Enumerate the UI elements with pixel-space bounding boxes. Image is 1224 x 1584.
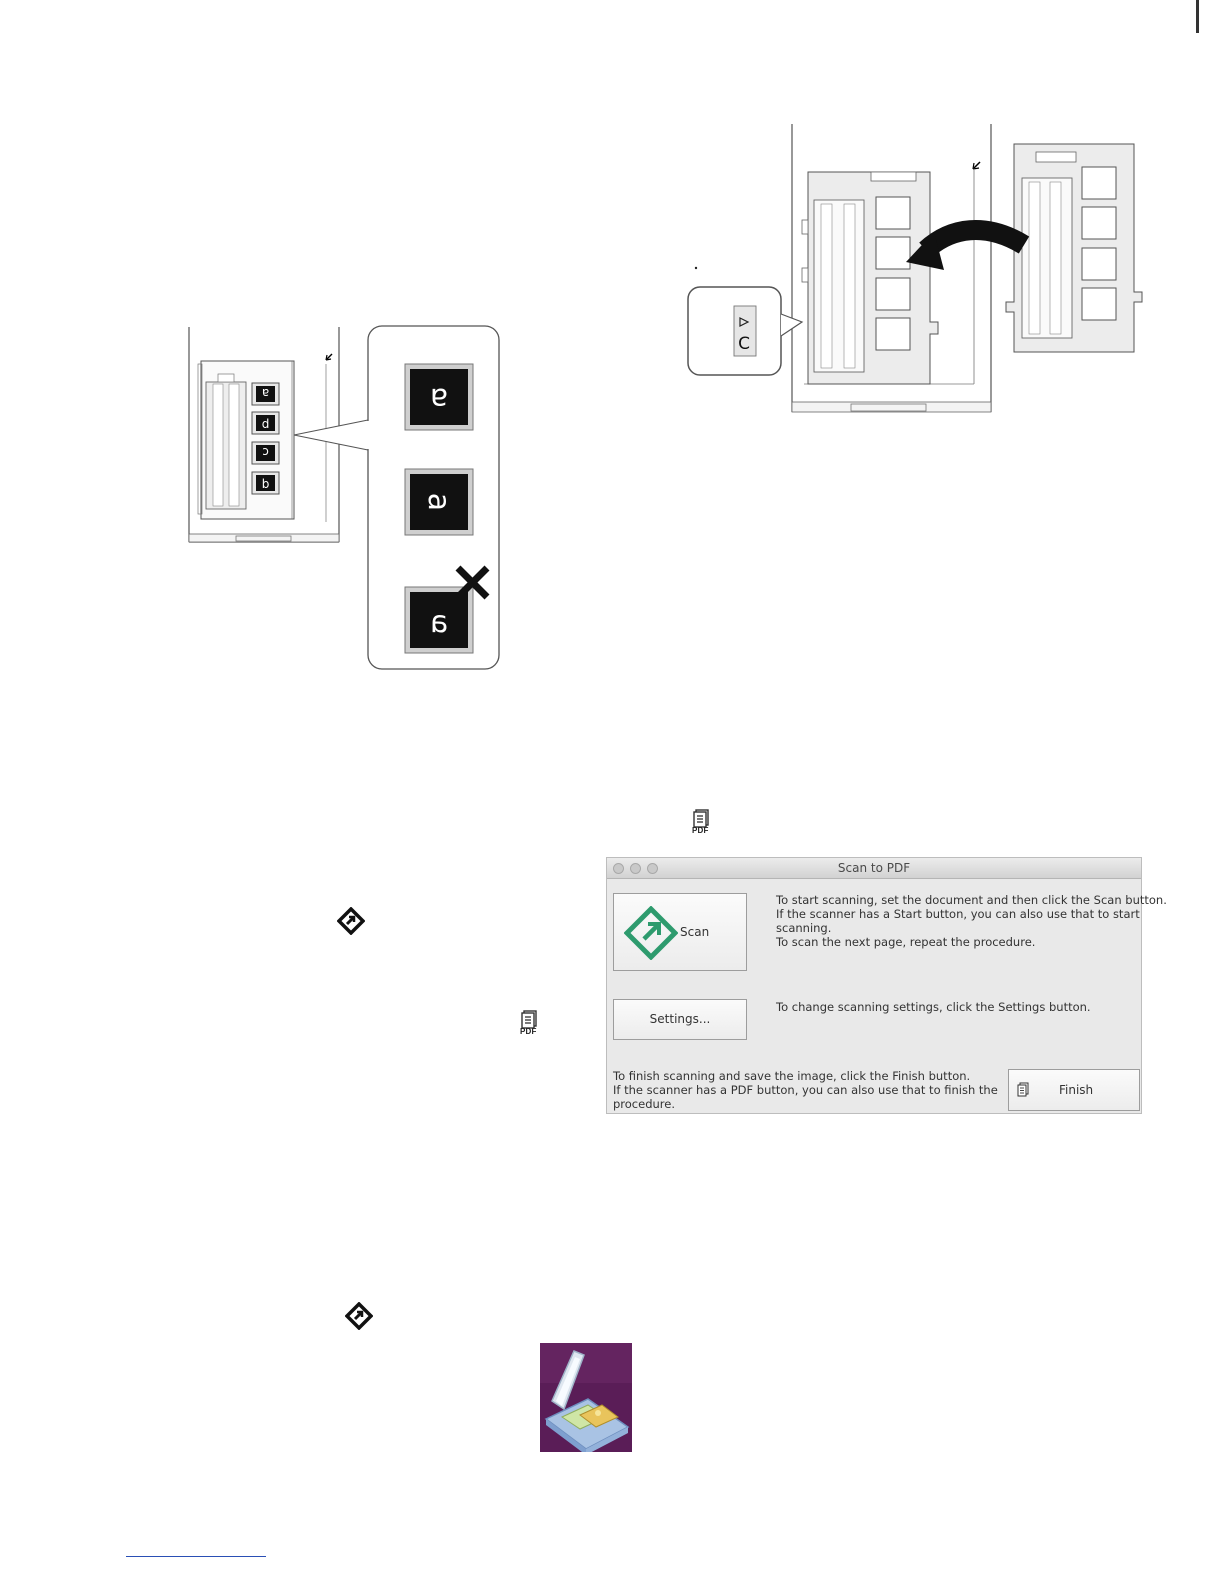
film-holder-insertion-illustration: C bbox=[687, 124, 1143, 413]
scan-instructions: To start scanning, set the document and … bbox=[776, 893, 1167, 949]
scan-instruction-line: To scan the next page, repeat the proced… bbox=[776, 935, 1036, 949]
finish-button-label: Finish bbox=[1059, 1083, 1094, 1097]
frame-label-1: a bbox=[262, 386, 269, 400]
pdf-icon: PDF bbox=[690, 809, 714, 835]
dialog-title: Scan to PDF bbox=[837, 861, 911, 875]
frame-label-2: d bbox=[262, 417, 270, 431]
dialog-titlebar: Scan to PDF bbox=[607, 858, 1141, 879]
frame-label-4: b bbox=[262, 477, 270, 491]
scan-button-label: Scan bbox=[680, 925, 710, 939]
settings-button[interactable]: Settings... bbox=[613, 999, 747, 1040]
footnote-link-underline bbox=[126, 1556, 266, 1557]
pdf-icon-text: PDF bbox=[692, 826, 709, 835]
frame-label-3: c bbox=[262, 445, 269, 459]
pdf-icon bbox=[1017, 1082, 1029, 1097]
incorrect-x-icon bbox=[455, 565, 490, 600]
pdf-icon-text: PDF bbox=[520, 1027, 537, 1036]
callout-frame-label-wrong: a bbox=[430, 605, 448, 640]
callout-frame-label-correct-1: a bbox=[430, 381, 448, 416]
finish-instructions: To finish scanning and save the image, c… bbox=[613, 1069, 998, 1111]
scan-button[interactable]: Scan bbox=[613, 893, 747, 971]
settings-instructions: To change scanning settings, click the S… bbox=[776, 1000, 1091, 1014]
close-window-button[interactable] bbox=[613, 863, 624, 874]
minimize-window-button[interactable] bbox=[630, 863, 641, 874]
callout-frame-label-correct-2: a bbox=[421, 493, 456, 511]
settings-instruction-line: To change scanning settings, click the S… bbox=[776, 1000, 1091, 1014]
pdf-icon: PDF bbox=[518, 1010, 542, 1036]
finish-instruction-line: If the scanner has a PDF button, you can… bbox=[613, 1083, 998, 1097]
finish-instruction-line: procedure. bbox=[613, 1097, 676, 1111]
zoom-window-button[interactable] bbox=[647, 863, 658, 874]
finish-button[interactable]: Finish bbox=[1008, 1069, 1140, 1111]
film-holder-orientation-illustration: a d c b a a a bbox=[188, 325, 500, 670]
scan-instruction-line: If the scanner has a Start button, you c… bbox=[776, 907, 1140, 921]
scan-to-pdf-dialog: Scan to PDF Scan To start scanning, set … bbox=[606, 857, 1167, 1114]
scan-arrow-icon bbox=[624, 906, 678, 960]
scan-instruction-line: scanning. bbox=[776, 921, 832, 935]
scan-instruction-line: To start scanning, set the document and … bbox=[776, 893, 1167, 907]
start-button-icon bbox=[345, 1302, 373, 1330]
holder-mark-letter: C bbox=[738, 334, 750, 354]
finish-instruction-line: To finish scanning and save the image, c… bbox=[613, 1069, 971, 1083]
page-edge-rule bbox=[1196, 0, 1199, 33]
insert-direction-arrow bbox=[906, 220, 1030, 270]
image-capture-icon bbox=[540, 1343, 632, 1452]
start-button-icon bbox=[337, 907, 365, 935]
